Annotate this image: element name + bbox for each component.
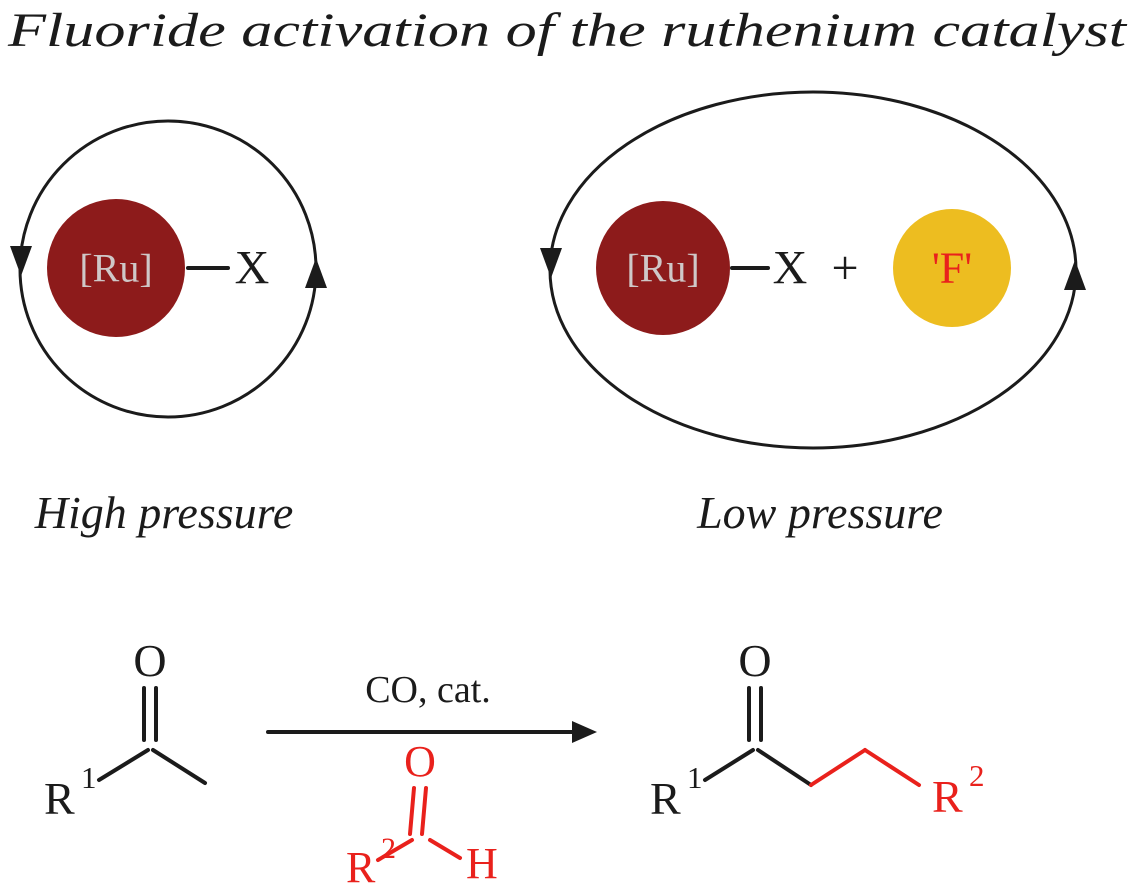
- product-carbonyl-double-bond: [747, 686, 763, 742]
- reaction-equation: R 1 O CO, cat. O R 2 H R 1: [44, 635, 985, 886]
- aldehyde-oxygen-label: O: [404, 737, 436, 786]
- product-ketone: R 1 O R 2: [650, 635, 985, 824]
- aldehyde-reagent: O R 2 H: [346, 737, 498, 886]
- cycle-arrowhead-right: [305, 258, 327, 288]
- ketone-carbonyl-double-bond: [142, 686, 158, 742]
- low-pressure-cycle: [Ru] X + 'F' Low pressure: [540, 90, 1086, 538]
- aldehyde-r2-bond: [376, 838, 414, 862]
- aldehyde-carbonyl-double-bond: [408, 786, 428, 836]
- fluoride-label: 'F': [932, 244, 972, 293]
- ligand-x-label: X: [235, 242, 270, 295]
- aldehyde-h-label: H: [466, 839, 498, 886]
- reaction-conditions: CO, cat.: [365, 669, 491, 711]
- product-alpha-bond: [756, 748, 813, 787]
- scheme-title: Fluoride activation of the ruthenium cat…: [7, 4, 1128, 57]
- ru-complex-circle: [596, 201, 730, 335]
- ketone-oxygen-label: O: [133, 635, 166, 686]
- ru-complex-label: [Ru]: [79, 246, 152, 291]
- ligand-x-label: X: [773, 242, 808, 295]
- ru-complex-label: [Ru]: [626, 246, 699, 291]
- aldehyde-r2-sup: 2: [381, 832, 396, 865]
- ketone-r1-sup: 1: [81, 760, 97, 795]
- cycle-arrowhead-left: [540, 248, 562, 278]
- cycle-arrowhead-left: [10, 246, 32, 276]
- high-pressure-caption: High pressure: [34, 487, 294, 538]
- ketone-r1-bond: [97, 748, 150, 782]
- high-pressure-cycle: [Ru] X High pressure: [10, 119, 327, 538]
- product-r1-label: R: [650, 773, 681, 824]
- fluoride-circle: [893, 209, 1011, 327]
- reaction-arrow-head: [572, 721, 597, 743]
- low-pressure-caption: Low pressure: [696, 487, 943, 538]
- aldehyde-r2-label: R: [346, 843, 376, 886]
- ketone-reactant: R 1 O: [44, 635, 207, 824]
- ru-complex-circle: [47, 199, 185, 337]
- plus-sign: +: [831, 242, 858, 295]
- product-r1-sup: 1: [687, 760, 703, 795]
- aldehyde-h-bond: [428, 838, 462, 860]
- product-oxygen-label: O: [738, 635, 771, 686]
- product-r2-sup: 2: [969, 758, 985, 793]
- product-r2-label: R: [932, 771, 963, 822]
- product-new-bond-1: [809, 748, 867, 787]
- ketone-r1-label: R: [44, 773, 75, 824]
- reaction-arrow-group: CO, cat.: [266, 669, 597, 743]
- cycle-arrowhead-right: [1064, 260, 1086, 290]
- product-new-bond-2: [863, 748, 921, 787]
- ketone-methyl-bond: [151, 748, 207, 785]
- product-r1-bond: [703, 748, 755, 782]
